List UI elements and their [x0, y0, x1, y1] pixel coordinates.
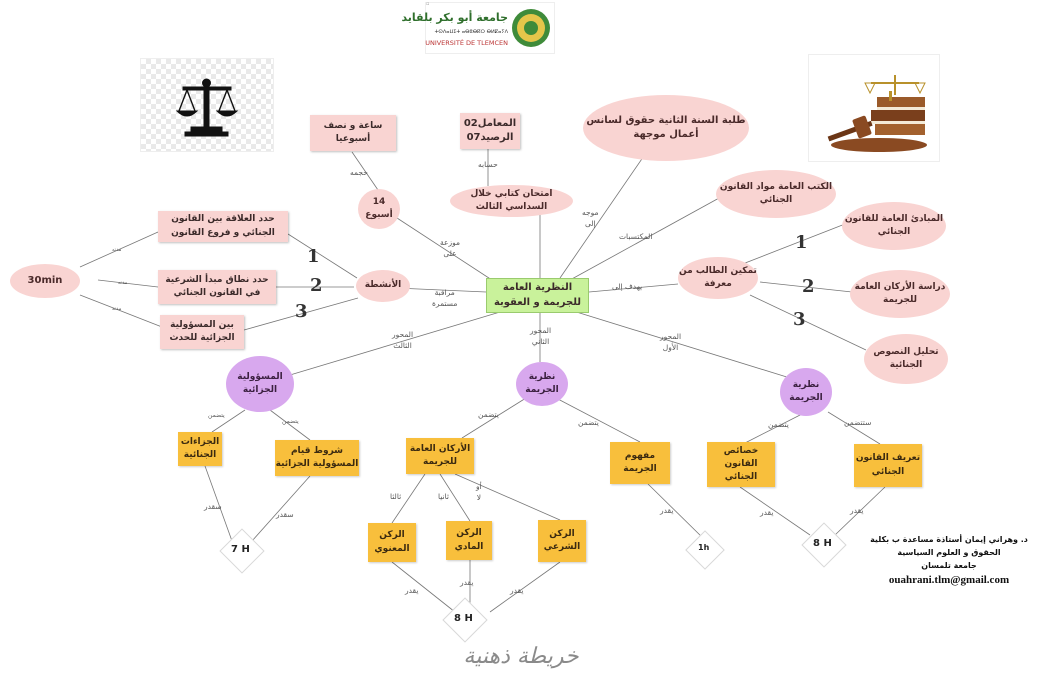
axis2-moral-element[interactable]: الركن المعنوي	[368, 523, 416, 562]
label-duration-2: مدته	[118, 280, 128, 286]
label-aims: يهدف إلى	[612, 282, 643, 291]
objective-number-2: 2	[802, 276, 815, 297]
objective-1[interactable]: المبادئ العامة للقانون الجنائي	[842, 202, 946, 250]
logo-arabic: جامعة أبو بكر بلقايد	[401, 11, 508, 24]
label-account: حسابه	[478, 160, 498, 169]
axis2-label-estimate-3: يقدر	[460, 578, 474, 587]
axis1-characteristics[interactable]: خصائص القانون الجنائي	[707, 442, 775, 487]
logo-tifinagh: ⵜⵙⴷⴰⵡⵉⵜ ⴰⴱⵓⴱⴽⵔ ⴱⵍⵇⴰⵢⴷ	[434, 29, 508, 35]
image-marker: ▫	[426, 1, 430, 7]
activity-3[interactable]: بين المسؤولية الجزائية للحدث	[160, 315, 244, 349]
axis2-label-second: ثانيا	[438, 492, 450, 501]
axis3-label-includes-1: يتضمن	[208, 412, 225, 419]
axis2-label-first: أو لا	[476, 482, 482, 502]
university-logo: جامعة أبو بكر بلقايد ⵜⵙⴷⴰⵡⵉⵜ ⴰⴱⵓⴱⴽⵔ ⴱⵍⵇⴰ…	[401, 2, 555, 54]
axis1-hours: 8 H	[813, 538, 832, 549]
exam-node[interactable]: امتحان كتابي خلال السداسي الثالث	[450, 185, 573, 217]
axis2-topic[interactable]: نظرية الجريمة	[516, 362, 568, 406]
author-email[interactable]: ouahrani.tlm@gmail.com	[888, 574, 1010, 587]
axis1-label-includes: يتضمن	[768, 420, 789, 429]
label-axis1: المحور الأول	[660, 332, 682, 352]
objective-number-1: 1	[795, 232, 808, 253]
axis2-label-includes-1: يتضمن	[478, 410, 499, 419]
axis2-label-estimate-4: يقدر	[510, 586, 524, 595]
activity-1[interactable]: حدد العلاقة بين القانون الجنائي و فروع ا…	[158, 211, 288, 242]
axis2-material-element[interactable]: الركن المادي	[446, 521, 492, 560]
scales-icon	[175, 78, 239, 137]
page-caption: خريطة ذهنية	[463, 644, 579, 669]
activity-2[interactable]: حدد نطاق مبدأ الشرعية في القانون الجنائي	[158, 270, 276, 304]
label-directed-to: موجه إلى	[582, 208, 599, 228]
axis2-hours1: 1h	[698, 543, 710, 552]
gavel-books-image	[808, 54, 940, 162]
axis2-label-estimate-2: يقدر	[405, 586, 419, 595]
axis3-conditions[interactable]: شروط قيام المسؤولية الجزائية	[275, 440, 359, 476]
label-duration-1: مدته	[112, 247, 122, 253]
weekly-hours-text: ساعة و نصف أسبوعيا	[323, 120, 383, 144]
axis1-label-contains: ستتضمن	[844, 418, 872, 427]
coefficient-node[interactable]: المعامل02 الرصيد07	[460, 113, 520, 149]
author-line2: جامعة تلمسان	[921, 560, 977, 570]
axis2-legal-element[interactable]: الركن الشرعي	[538, 520, 586, 562]
prerequisites-node[interactable]: الكتب العامة مواد القانون الجنائي	[716, 170, 836, 218]
axis3-label-estimate-1: سقدر	[204, 502, 222, 511]
axis2-elements[interactable]: الأركان العامة للجريمة	[406, 438, 474, 474]
axis3-label-includes-2: يتضمن	[282, 418, 299, 425]
author-line1: د. وهراني إيمان أستاذة مساعدة ب بكلية ال…	[870, 535, 1028, 557]
activity-number-1: 1	[307, 246, 320, 267]
logo-french: UNIVERSITÉ DE TLEMCEN	[425, 39, 508, 47]
label-axis2: المحور الثاني	[530, 326, 552, 346]
axis3-topic[interactable]: المسؤولية الجزائية	[226, 356, 294, 412]
objective-number-3: 3	[793, 309, 806, 330]
gavel-icon	[827, 75, 927, 152]
activity-number-3: 3	[295, 301, 308, 322]
axis3-sanctions[interactable]: الجزاءات الجنائية	[178, 432, 222, 466]
objective-3[interactable]: تحليل النصوص الجنائية	[864, 334, 948, 384]
axis2-hours2: 8 H	[454, 613, 473, 624]
axis2-concept[interactable]: مفهوم الجريمة	[610, 442, 670, 484]
objective-2[interactable]: دراسة الأركان العامة للجريمة	[850, 270, 950, 318]
activities-node[interactable]: الأنشطة	[356, 270, 410, 302]
hours-per-semester-text: 14 أسبوع	[365, 196, 393, 220]
axis1-definition[interactable]: تعريف القانون الجنائي	[854, 444, 922, 487]
central-topic[interactable]: النظرية العامة للجريمة و العقوبة	[486, 278, 589, 313]
axis3-hours: 7 H	[231, 544, 250, 555]
label-continuous: مراقبة مستمرة	[432, 288, 458, 308]
axis1-label-estimate-2: يقدر	[850, 506, 864, 515]
seal-icon	[512, 9, 550, 47]
axis2-label-third: ثالثا	[390, 492, 402, 501]
coefficient-text: المعامل02 الرصيد07	[463, 117, 517, 144]
hours-per-semester-node[interactable]: 14 أسبوع	[358, 189, 400, 229]
students-node[interactable]: طلبة السنة الثانية حقوق لسانس أعمال موجه…	[583, 95, 749, 161]
axis2-label-includes-2: يتضمن	[578, 418, 599, 427]
label-volume: حجمه	[350, 168, 368, 177]
axis3-label-estimate-2: سقدر	[276, 510, 294, 519]
axis1-topic[interactable]: نظرية الجريمة	[780, 368, 832, 416]
axis2-label-estimate-1: يقدر	[660, 506, 674, 515]
weekly-hours-node[interactable]: ساعة و نصف أسبوعيا	[310, 115, 396, 151]
label-axis3: المحور الثالث	[392, 330, 414, 350]
label-distributed: موزعة على	[440, 238, 461, 258]
label-duration-3: مدته	[112, 306, 122, 312]
scales-image	[140, 58, 274, 152]
objectives-node[interactable]: تمكين الطالب من معرفة	[678, 257, 758, 299]
activity-duration[interactable]: 30min	[10, 264, 80, 298]
axis1-label-estimate-1: يقدر	[760, 508, 774, 517]
activity-number-2: 2	[310, 275, 323, 296]
author-info: د. وهراني إيمان أستاذة مساعدة ب بكلية ال…	[860, 534, 1038, 598]
label-acquired: المكتسبات	[619, 232, 653, 241]
